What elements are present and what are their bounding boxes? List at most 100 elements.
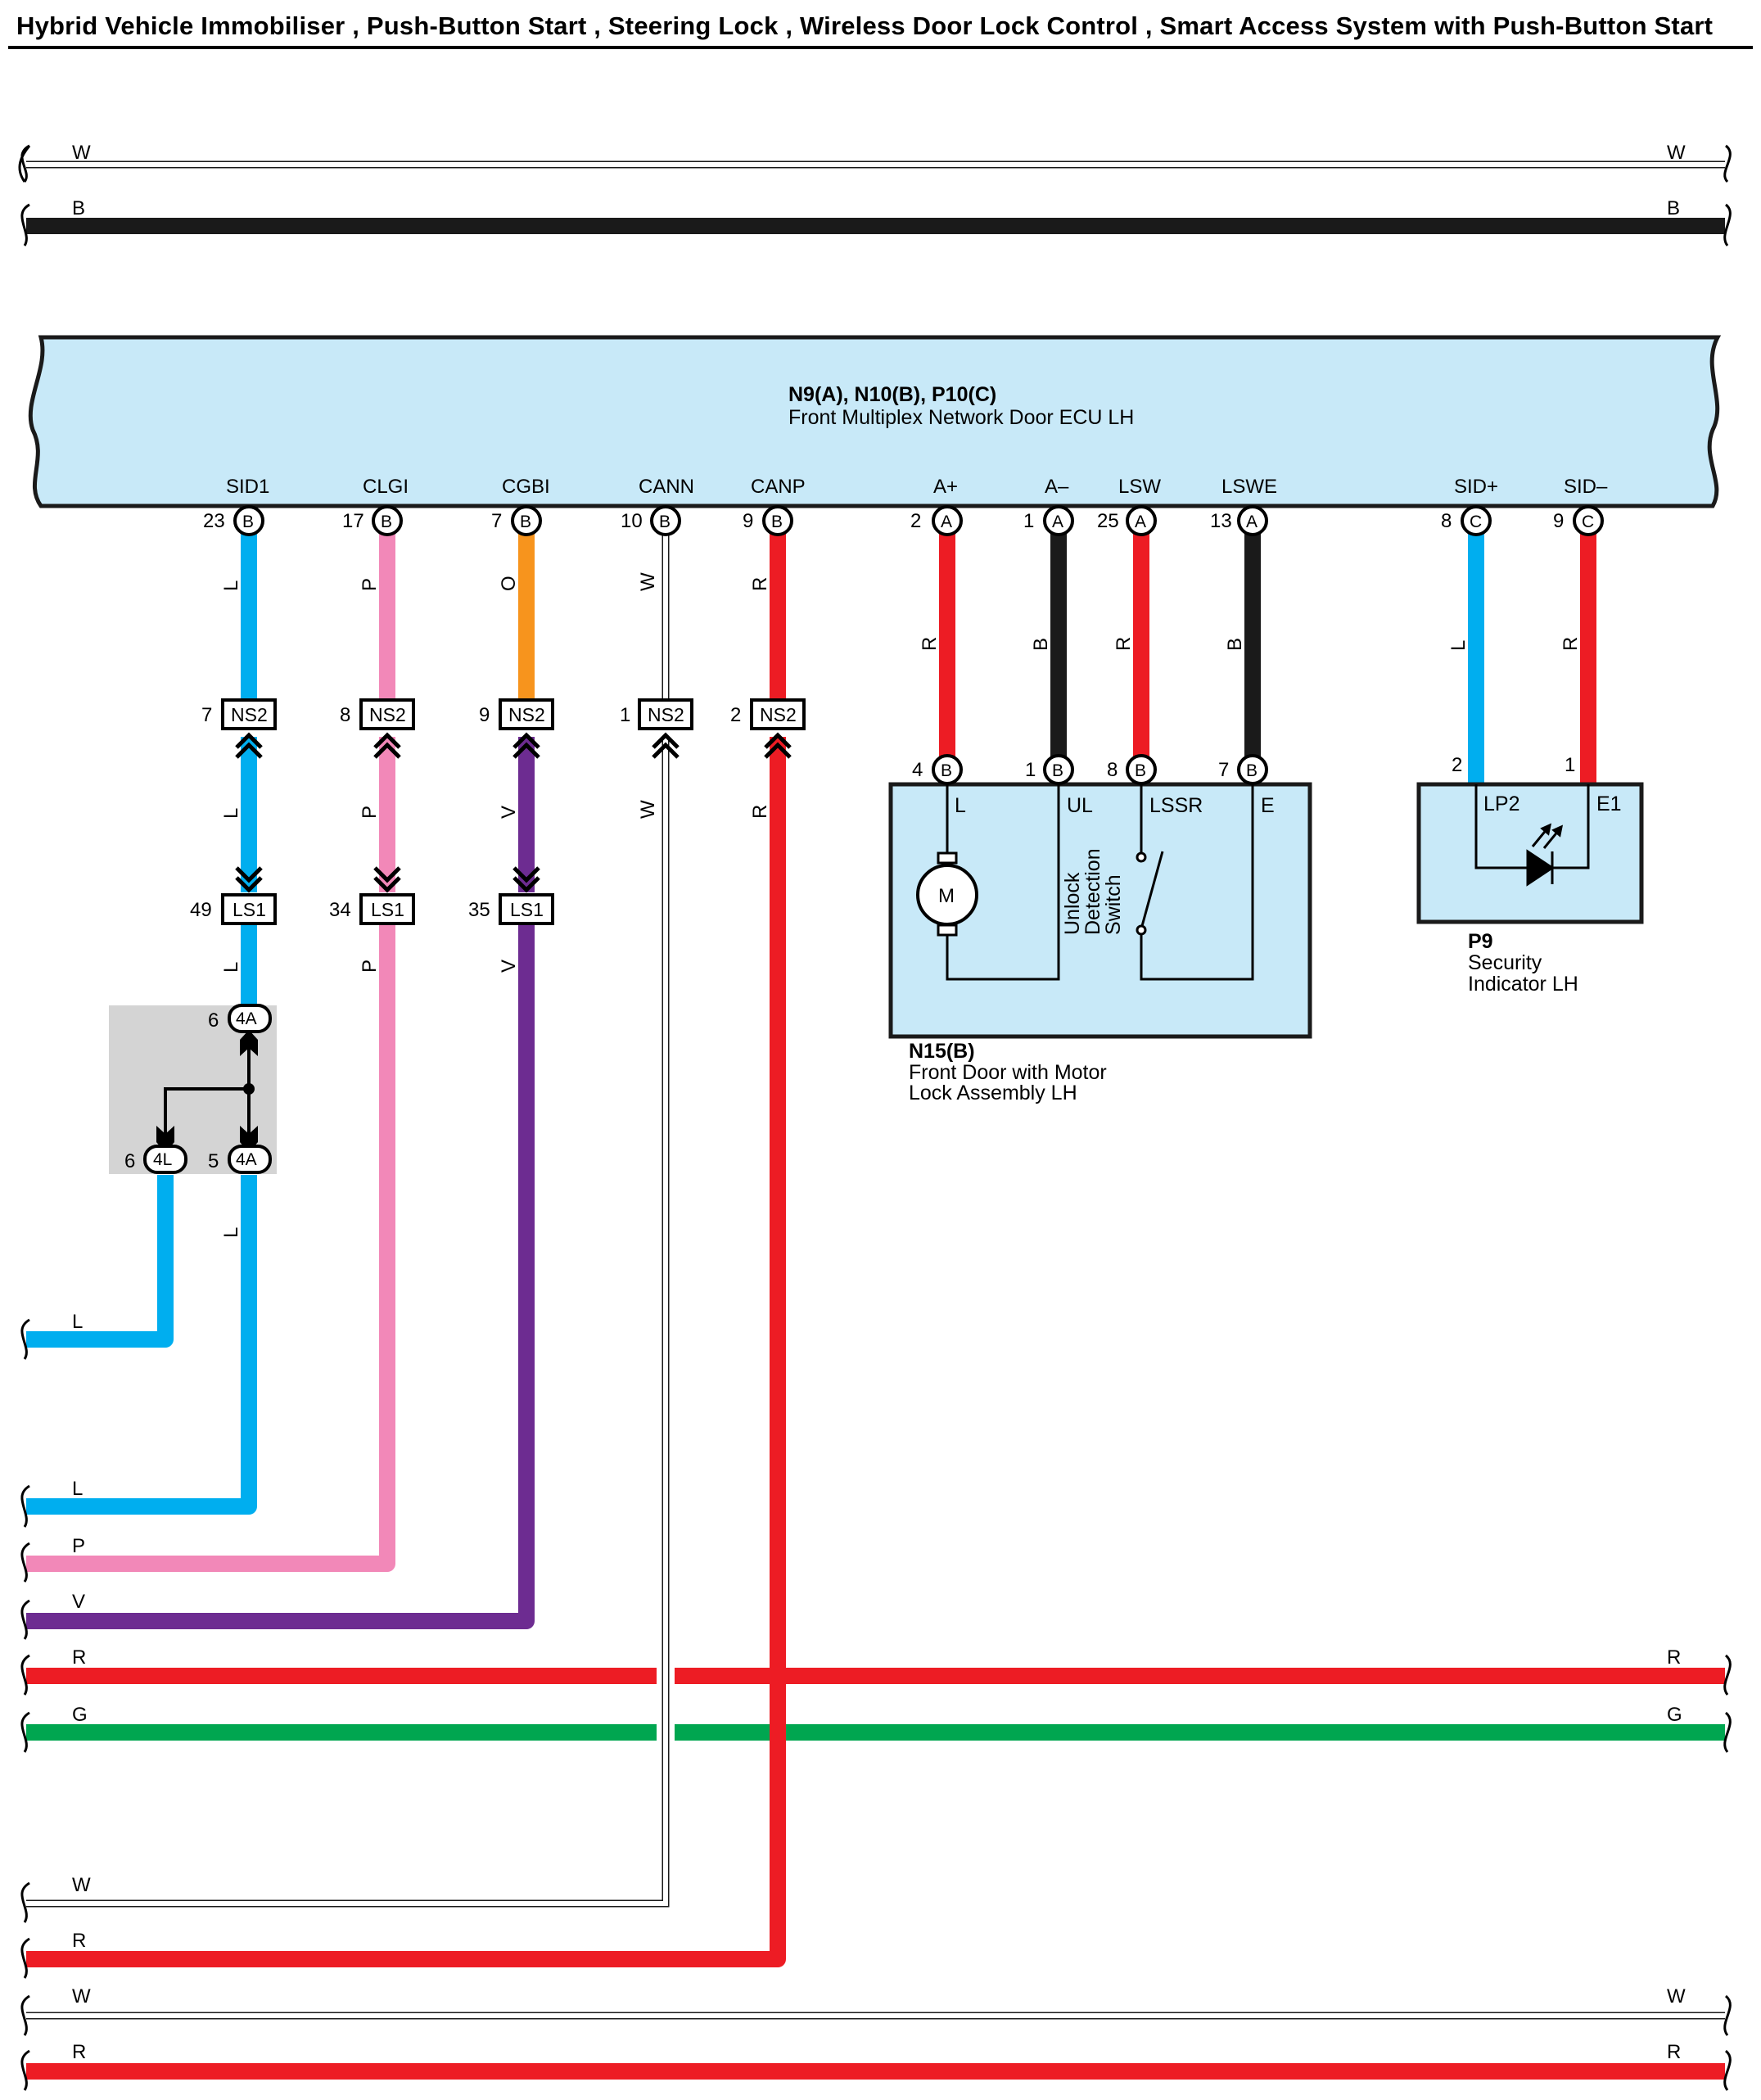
left-wire-breaks xyxy=(20,1318,30,2091)
motor-lock-pin-4: B 4 xyxy=(912,754,963,785)
wire-color-sid1-mid: L xyxy=(220,808,242,819)
wire-color-lswe: B xyxy=(1224,638,1246,651)
led-light-arrows-icon xyxy=(1531,823,1564,849)
bus-wire-r-label-right: R xyxy=(1667,1646,1681,1669)
wire-color-sid-minus: R xyxy=(1560,637,1582,651)
wire-color-sid-plus: L xyxy=(1447,640,1470,651)
ns2-connectors xyxy=(221,698,806,730)
splice-right-conn: 4A xyxy=(236,1150,257,1169)
ecu-pin-lswe: A 13 xyxy=(1210,505,1268,536)
motor-lock-name-line1: Front Door with Motor xyxy=(909,1061,1107,1084)
ecu-terminal-cgbi: CGBI xyxy=(502,476,550,498)
wire-splice-4l-out xyxy=(26,1175,174,1348)
ecu-pin-sid1-conn: B xyxy=(242,513,254,531)
motor-lock-pin-8-number: 8 xyxy=(1107,759,1118,781)
left-wire-label-v: V xyxy=(72,1591,85,1613)
switch-blade xyxy=(1140,851,1164,927)
ls1-pin-sid1: 49 xyxy=(190,899,212,921)
ecu-code: N9(A), N10(B), P10(C) xyxy=(788,383,996,406)
motor-circuit xyxy=(946,784,1060,981)
ecu-terminal-a-plus: A+ xyxy=(933,476,958,498)
indicator-code: P9 xyxy=(1468,930,1493,953)
ls1-label-cgbi: LS1 xyxy=(510,899,544,920)
wire-break-right-top xyxy=(1723,144,1732,183)
ecu-terminal-sid1: SID1 xyxy=(226,476,269,498)
wire-color-a-plus: R xyxy=(919,637,941,651)
left-wire-label-p: P xyxy=(72,1535,85,1557)
top-wire-w-label-right: W xyxy=(1667,142,1686,164)
wire-splice-4a-out xyxy=(26,1175,257,1515)
wire-color-lsw: R xyxy=(1113,637,1135,651)
wire-color-cgbi-mid: V xyxy=(498,806,520,819)
motor-lock-pin-1-number: 1 xyxy=(1025,759,1036,781)
wire-color-clgi-lower: P xyxy=(359,960,381,973)
switch-label-line2: Detection xyxy=(1081,848,1104,935)
ls1-label-clgi: LS1 xyxy=(371,899,404,920)
ls1-pin-cgbi: 35 xyxy=(468,899,490,921)
motor-lock-inner-l: L xyxy=(955,794,966,817)
left-wire-label-l1: L xyxy=(72,1311,83,1333)
ecu-pin-a-plus-number: 2 xyxy=(910,510,921,532)
splice-connector-left: 4L 6 xyxy=(124,1145,187,1174)
splice-top-pin: 6 xyxy=(208,1009,219,1032)
ecu-pin-a-plus: A 2 xyxy=(910,505,963,536)
left-wire-label-l2: L xyxy=(72,1478,83,1500)
ecu-pin-clgi-conn: B xyxy=(381,513,392,531)
wire-color-cann-mid: W xyxy=(637,800,659,819)
ecu-body xyxy=(28,335,1722,508)
bottom-wire-r-label-right: R xyxy=(1667,2041,1681,2063)
ecu-terminal-lsw: LSW xyxy=(1118,476,1161,498)
page-title: Hybrid Vehicle Immobiliser , Push-Button… xyxy=(16,11,1714,40)
ecu-pin-a-minus-number: 1 xyxy=(1023,510,1034,532)
wire-color-clgi-mid: P xyxy=(359,806,381,819)
ecu-terminal-clgi: CLGI xyxy=(363,476,409,498)
wire-color-sid1: L xyxy=(220,580,242,591)
ns2-pin-clgi: 8 xyxy=(340,704,350,726)
wire-break-left-top xyxy=(18,144,31,183)
ecu-pin-sid-plus-conn: C xyxy=(1470,513,1482,531)
bottom-left-wire-r-label: R xyxy=(72,1930,86,1952)
ecu-terminal-lswe: LSWE xyxy=(1221,476,1277,498)
indicator-pin-2: 2 xyxy=(1452,754,1462,776)
switch-circuit xyxy=(1140,784,1254,981)
indicator-name-line1: Security xyxy=(1468,951,1542,974)
bottom-wire-w-label-left: W xyxy=(72,1985,91,2007)
ecu-pin-cann-number: 10 xyxy=(621,510,643,532)
motor-lock-pin-8-conn: B xyxy=(1135,761,1146,780)
splice-connector-top: 4A 6 xyxy=(208,1004,272,1033)
splice-top-conn: 4A xyxy=(236,1009,257,1028)
ns2-label-sid1: NS2 xyxy=(231,704,268,725)
ecu-pin-sid-minus-conn: C xyxy=(1582,513,1594,531)
motor-lock-inner-ul: UL xyxy=(1067,794,1093,817)
top-wire-w-label-left: W xyxy=(72,142,91,164)
ecu-pin-sid-plus: C 8 xyxy=(1441,505,1492,536)
ls1-label-sid1: LS1 xyxy=(233,899,266,920)
ns2-pin-cgbi: 9 xyxy=(479,704,490,726)
ecu-pin-lswe-number: 13 xyxy=(1210,510,1232,532)
ecu-pin-sid-minus: C 9 xyxy=(1553,505,1604,536)
ns2-label-cgbi: NS2 xyxy=(508,704,545,725)
ns2-label-canp: NS2 xyxy=(760,704,797,725)
wire-color-canp-mid: R xyxy=(749,805,771,819)
ecu-name: Front Multiplex Network Door ECU LH xyxy=(788,406,1134,429)
ecu-pin-lswe-conn: A xyxy=(1246,513,1258,531)
bottom-left-wire-w-label: W xyxy=(72,1874,91,1896)
motor-symbol: M xyxy=(938,885,955,907)
ecu-pin-a-minus: A 1 xyxy=(1023,505,1074,536)
top-wire-b-label-right: B xyxy=(1667,197,1680,219)
wire-color-cgbi: O xyxy=(498,576,520,591)
wire-clgi-lower xyxy=(26,925,395,1572)
ecu-pin-cgbi-conn: B xyxy=(520,513,531,531)
ecu-pin-sid-minus-number: 9 xyxy=(1553,510,1564,532)
indicator-pin-1: 1 xyxy=(1565,754,1575,776)
wire-cann-long xyxy=(26,737,670,1908)
motor-lock-pin-7-conn: B xyxy=(1246,761,1258,780)
ecu-pin-cgbi: B 7 xyxy=(491,505,542,536)
wire-color-clgi: P xyxy=(359,578,381,591)
motor-lock-pin-1: B 1 xyxy=(1025,754,1074,785)
right-wire-breaks xyxy=(1723,1654,1732,2091)
ecu-terminal-a-minus: A– xyxy=(1045,476,1069,498)
ecu-pin-cgbi-number: 7 xyxy=(491,510,502,532)
ecu-pin-lsw-number: 25 xyxy=(1097,510,1119,532)
switch-contact-bottom xyxy=(1136,924,1147,936)
